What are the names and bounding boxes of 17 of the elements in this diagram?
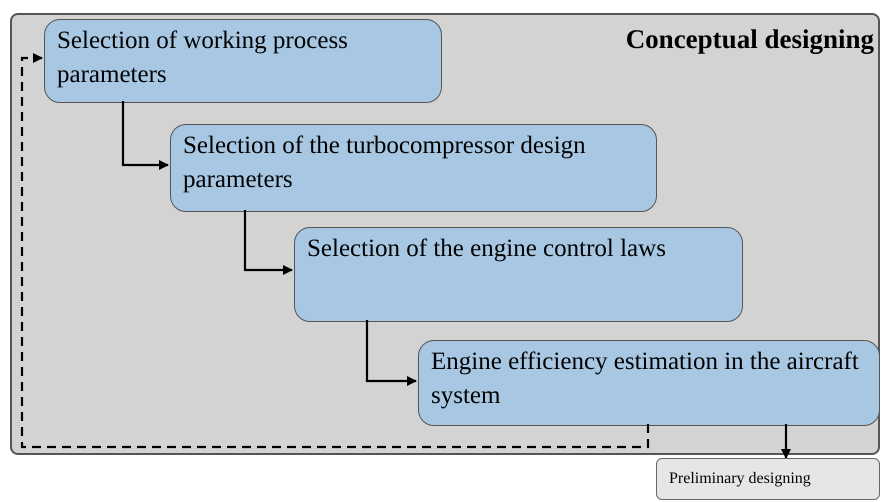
box-label: Selection of working process parameters <box>56 26 349 90</box>
process-box <box>44 19 442 103</box>
panel-heading: Conceptual designing <box>626 23 874 56</box>
arrow <box>366 320 417 386</box>
arrow <box>244 210 293 275</box>
box-label: Selection of the engine control laws <box>306 234 667 264</box>
process-box <box>170 124 657 212</box>
process-box <box>656 458 880 500</box>
arrow <box>20 53 650 448</box>
process-box <box>294 227 743 322</box>
group-panel <box>10 13 880 455</box>
arrow <box>122 101 169 170</box>
process-box <box>418 340 880 426</box>
box-label: Preliminary designing <box>668 469 812 489</box>
box-label: Selection of the turbocompressor design parameters <box>182 131 587 195</box>
box-label: Engine efficiency estimation in the aircraft system <box>430 347 860 411</box>
arrow <box>781 424 791 459</box>
